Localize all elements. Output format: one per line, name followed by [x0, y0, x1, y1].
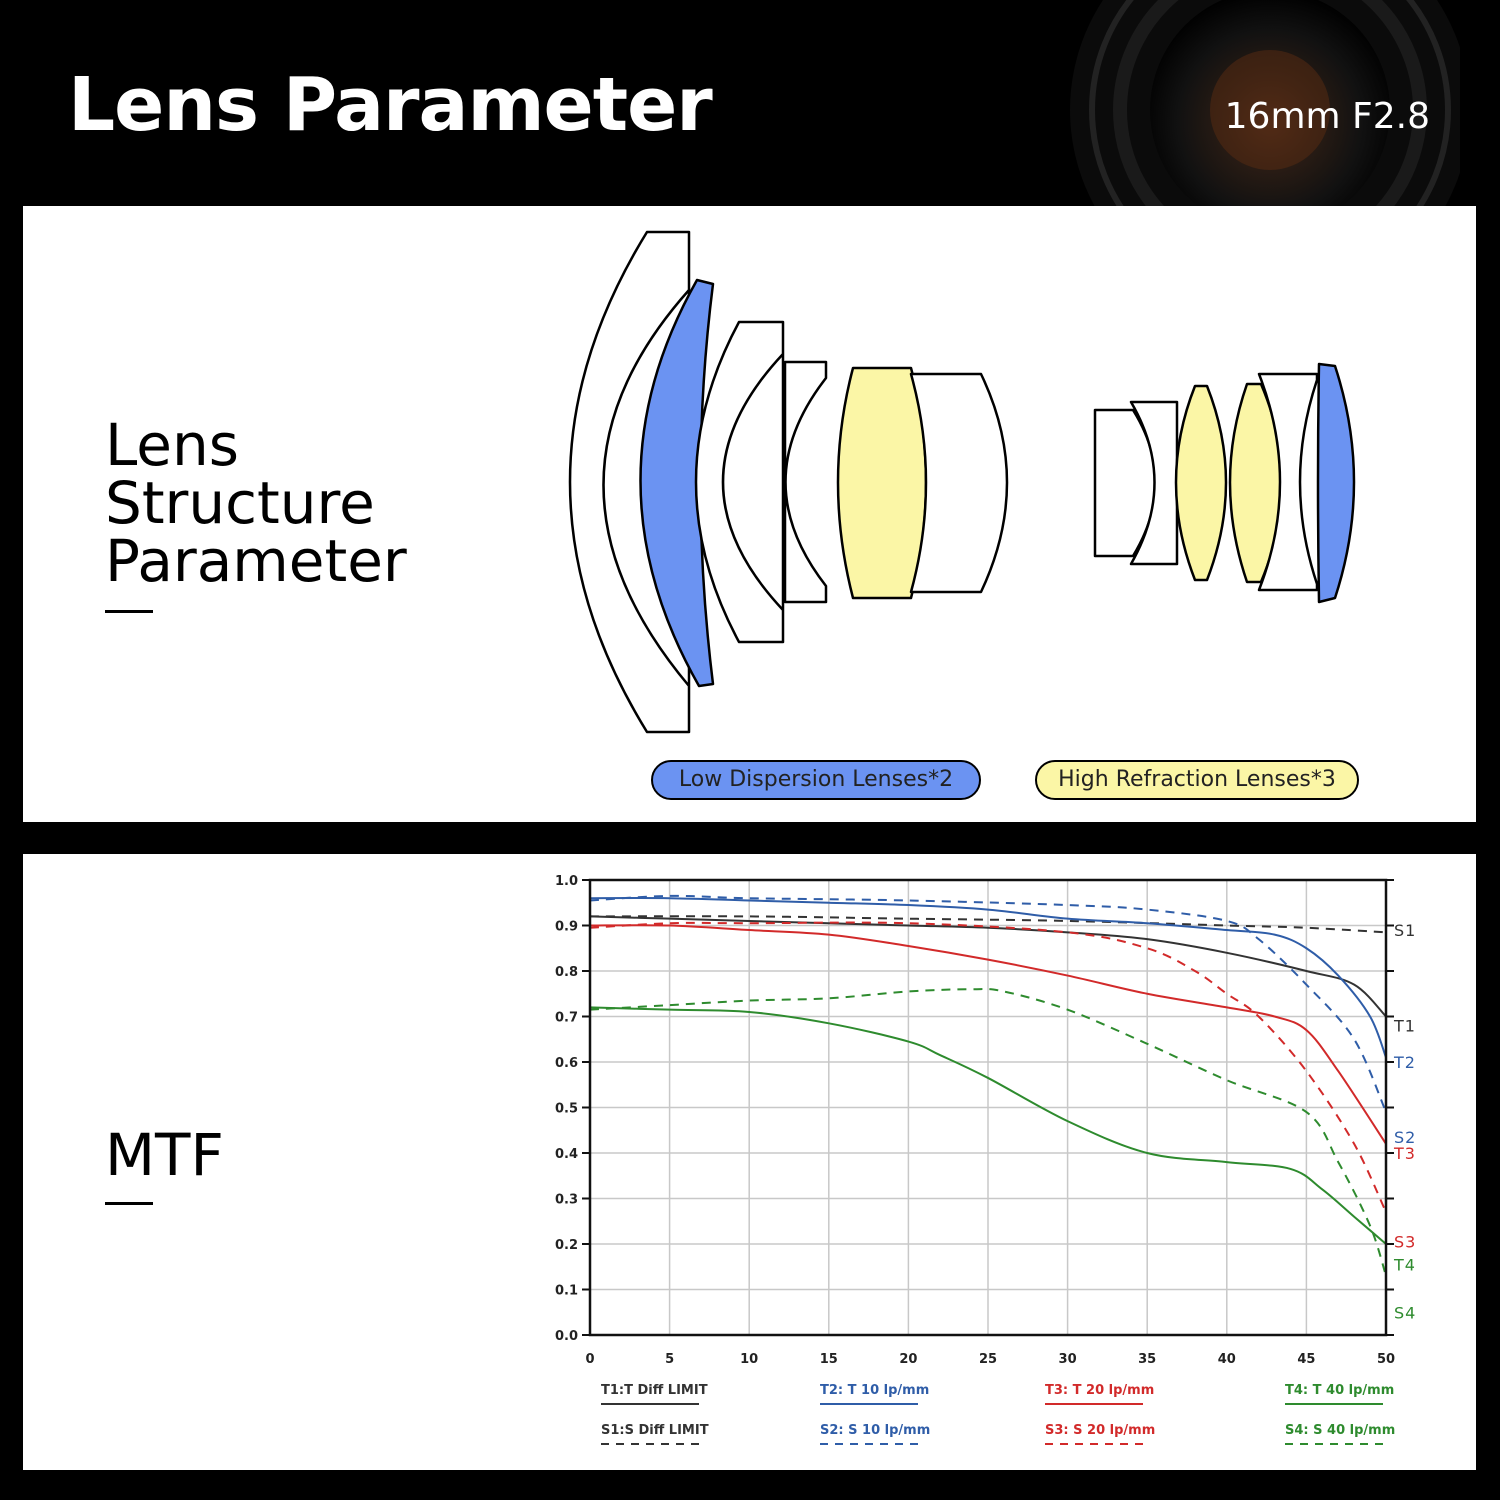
- y-tick-label: 0.6: [555, 1056, 578, 1071]
- y-tick-label: 1.0: [555, 874, 578, 889]
- structure-label-line: Parameter: [105, 527, 407, 595]
- lens-element-3: [694, 320, 785, 644]
- legend-label-s3: S3: S 20 lp/mm: [1045, 1423, 1155, 1438]
- lens-element-11: [1257, 372, 1319, 592]
- series-line-s2: [589, 894, 1387, 1113]
- y-tick-label: 0.1: [555, 1284, 578, 1299]
- y-tick-label: 0.2: [555, 1238, 578, 1253]
- structure-section-label: Lens Structure Parameter: [105, 416, 407, 590]
- x-tick-label: 45: [1297, 1352, 1315, 1367]
- lens-model-label: 16mm F2.8: [1224, 96, 1430, 137]
- lens-structure-panel: Lens Structure Parameter Low Disp: [23, 206, 1476, 822]
- end-label-s2: S2: [1394, 1128, 1416, 1147]
- lens-structure-diagram: [568, 230, 1356, 734]
- lens-element-8: [1129, 400, 1179, 566]
- end-label-t3: T3: [1393, 1144, 1416, 1163]
- series-line-t2: [589, 897, 1387, 1058]
- plot-frame: [588, 878, 1388, 1337]
- lens-element-12: [1316, 362, 1356, 604]
- y-tick-label: 0.4: [555, 1147, 578, 1162]
- legend-label-s1: S1:S Diff LIMIT: [601, 1423, 709, 1438]
- y-tick-label: 0.7: [555, 1011, 578, 1026]
- structure-label-rule: [105, 610, 153, 613]
- x-tick-label: 0: [585, 1352, 594, 1367]
- y-tick-label: 0.9: [555, 920, 578, 935]
- lens-element-6: [909, 372, 1009, 594]
- end-label-t4: T4: [1393, 1255, 1416, 1274]
- series-line-s3: [589, 921, 1387, 1213]
- y-tick-label: 0.5: [555, 1102, 578, 1117]
- x-tick-label: 20: [899, 1352, 917, 1367]
- lens-element-4: [783, 360, 828, 604]
- end-label-t1: T1: [1393, 1017, 1416, 1036]
- lens-element-1: [568, 230, 691, 734]
- series-line-t3: [589, 924, 1387, 1145]
- x-tick-label: 10: [740, 1352, 758, 1367]
- y-tick-label: 0.3: [555, 1193, 578, 1208]
- end-label-s3: S3: [1394, 1233, 1416, 1252]
- x-tick-label: 50: [1377, 1352, 1395, 1367]
- legend-label-t1: T1:T Diff LIMIT: [601, 1383, 708, 1398]
- x-tick-label: 35: [1138, 1352, 1156, 1367]
- series-line-s1: [589, 915, 1387, 934]
- end-label-s1: S1: [1394, 921, 1416, 940]
- y-tick-label: 0.8: [555, 965, 578, 980]
- series-line-s4: [589, 988, 1387, 1277]
- structure-label-line: Structure: [105, 469, 375, 537]
- lens-photo-icon: [1070, 0, 1460, 206]
- legend-label-t4: T4: T 40 lp/mm: [1285, 1383, 1394, 1398]
- page-title: Lens Parameter: [68, 62, 713, 148]
- legend-low-dispersion: Low Dispersion Lenses*2: [651, 760, 981, 800]
- legend-label-t3: T3: T 20 lp/mm: [1045, 1383, 1154, 1398]
- header: Lens Parameter 16mm F2.8: [0, 0, 1500, 206]
- x-tick-label: 15: [820, 1352, 838, 1367]
- mtf-section-label: MTF: [105, 1121, 224, 1189]
- mtf-label-rule: [105, 1202, 153, 1205]
- end-label-t2: T2: [1393, 1053, 1416, 1072]
- structure-label-line: Lens: [105, 411, 239, 479]
- y-tick-label: 0.0: [555, 1329, 578, 1344]
- x-tick-label: 5: [665, 1352, 674, 1367]
- lens-element-5: [836, 366, 928, 600]
- lens-element-9: [1174, 384, 1228, 582]
- legend-label-t2: T2: T 10 lp/mm: [820, 1383, 929, 1398]
- x-tick-label: 40: [1218, 1352, 1236, 1367]
- series-line-t4: [589, 1006, 1387, 1245]
- lens-element-2: [639, 278, 715, 688]
- mtf-chart: 0 5 10 15 20 25 30 35 40 45 50 0.0 0.1 0.2 0.3 0.4 0.5 0.…: [555, 874, 1416, 1445]
- legend-label-s4: S4: S 40 lp/mm: [1285, 1423, 1395, 1438]
- x-tick-label: 25: [979, 1352, 997, 1367]
- legend-high-refraction: High Refraction Lenses*3: [1035, 760, 1359, 800]
- end-label-s4: S4: [1394, 1303, 1416, 1322]
- legend-label-s2: S2: S 10 lp/mm: [820, 1423, 930, 1438]
- x-tick-label: 30: [1059, 1352, 1077, 1367]
